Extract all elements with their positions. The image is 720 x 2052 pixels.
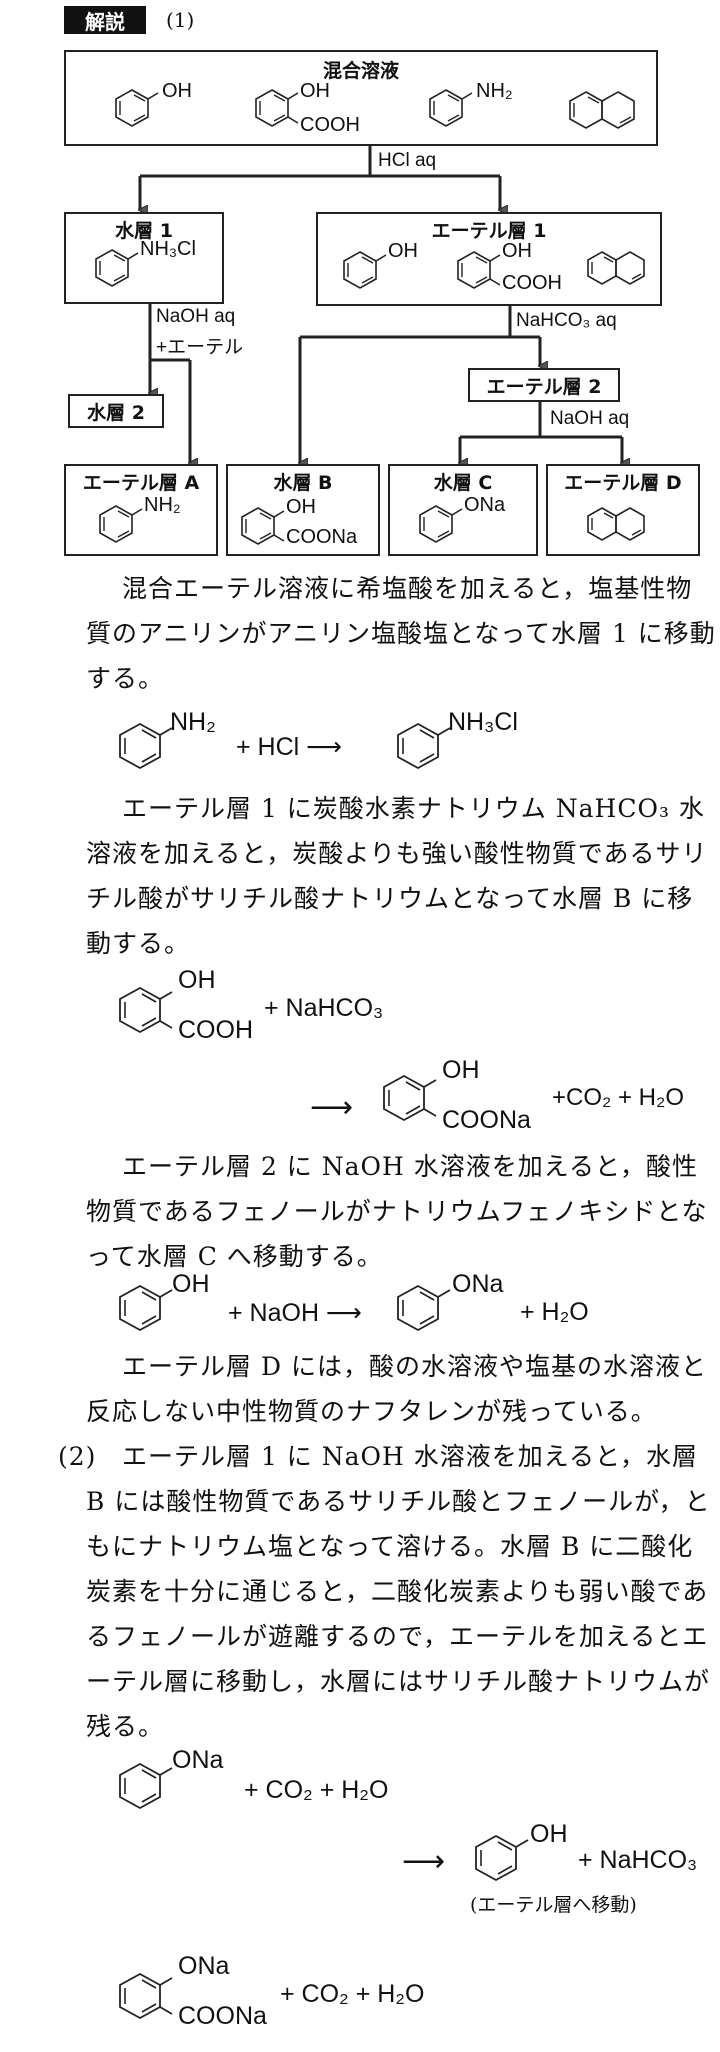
aqueous-layer-c-box: 水層 C bbox=[388, 464, 538, 556]
ether-layer-d-box: エーテル層 D bbox=[546, 464, 700, 556]
aqB-oh-label: OH bbox=[286, 496, 316, 518]
r3-ona: ONa bbox=[452, 1270, 504, 1298]
aniline-nh2-label: NH₂ bbox=[476, 80, 513, 102]
paragraph-5: エーテル層 1 に NaOH 水溶液を加えると，水層 B には酸性物質であるサリ… bbox=[86, 1442, 711, 1741]
answer-badge: 解説 bbox=[64, 6, 146, 34]
r4-oh: OH bbox=[530, 1820, 568, 1848]
r5-coona: COONa bbox=[178, 2002, 267, 2030]
etherA-nh2-label: NH₂ bbox=[144, 494, 181, 516]
aqueous-layer-2-title: 水層 2 bbox=[87, 402, 145, 424]
r2-cooh: COOH bbox=[178, 1016, 253, 1044]
salicylic-cooh-label: COOH bbox=[300, 114, 360, 136]
aqC-phenoxide-structure bbox=[419, 505, 463, 543]
r5-sodium-salicylate-structure bbox=[119, 1972, 173, 2020]
r1-nh3cl: NH₃Cl bbox=[448, 708, 518, 736]
phenol-structure bbox=[115, 89, 159, 127]
mixture-box: 混合溶液 bbox=[64, 50, 658, 146]
r1-anilinium-structure bbox=[397, 722, 451, 770]
aqC-ona-label: ONa bbox=[464, 494, 506, 516]
r3-phenol-structure bbox=[119, 1284, 173, 1332]
phenol-oh-label: OH bbox=[162, 80, 192, 102]
r3-tail: + H₂O bbox=[520, 1298, 589, 1326]
ether1-salicylic-oh: OH bbox=[502, 240, 532, 262]
r2-plus-nahco3: + NaHCO₃ bbox=[264, 994, 384, 1022]
naphthalene-structure bbox=[569, 91, 635, 129]
paragraph-2: エーテル層 1 に炭酸水素ナトリウム NaHCO₃ 水溶液を加えると，炭酸よりも… bbox=[86, 794, 708, 958]
paragraph-4: エーテル層 D には，酸の水溶液や塩基の水溶液と反応しない中性物質のナフタレンが… bbox=[86, 1352, 707, 1426]
salicylic-oh-label: OH bbox=[300, 80, 330, 102]
ether-layer-1-title: エーテル層 1 bbox=[431, 220, 547, 242]
ether1-salicylic-cooh: COOH bbox=[502, 272, 562, 294]
naoh-ether-label-2: +エーテル bbox=[156, 337, 244, 358]
r4-phenol-structure bbox=[475, 1834, 529, 1882]
aqueous-layer-b-title: 水層 B bbox=[273, 472, 333, 494]
ether-layer-d-title: エーテル層 D bbox=[564, 472, 682, 494]
ether1-phenol-oh: OH bbox=[388, 240, 418, 262]
aniline-structure bbox=[429, 89, 473, 127]
ether-layer-2-title: エーテル層 2 bbox=[486, 376, 602, 398]
r4-arrow: ⟶ bbox=[402, 1845, 446, 1878]
r4-tail: + NaHCO₃ bbox=[578, 1846, 698, 1874]
ether-layer-2-box: エーテル層 2 bbox=[468, 368, 620, 402]
r1-aniline-structure bbox=[119, 722, 173, 770]
etherA-aniline-structure bbox=[99, 505, 143, 543]
r2-product-oh: OH bbox=[442, 1056, 480, 1084]
r4-ona: ONa bbox=[172, 1746, 224, 1774]
ether1-phenol-structure bbox=[343, 251, 387, 289]
part-number-1: (1) bbox=[166, 8, 195, 32]
r4-phenoxide-structure bbox=[119, 1762, 173, 1810]
aqueous-layer-b-box: 水層 B bbox=[226, 464, 380, 556]
salicylic-acid-structure bbox=[255, 89, 299, 127]
ether-layer-a-title: エーテル層 A bbox=[82, 472, 200, 494]
aqB-coona-label: COONa bbox=[286, 526, 358, 548]
hcl-label: HCl aq bbox=[378, 150, 437, 171]
r3-plus-naoh: + NaOH ⟶ bbox=[228, 1299, 362, 1327]
separation-flowchart: 混合溶液 OH OH COOH NH₂ bbox=[0, 0, 720, 560]
flow-connectors bbox=[0, 144, 720, 560]
r1-nh2: NH₂ bbox=[170, 708, 216, 736]
r2-salicylate-structure bbox=[383, 1074, 437, 1122]
ether1-naphthalene-structure bbox=[587, 251, 645, 285]
aqueous-layer-c-title: 水層 C bbox=[433, 472, 493, 494]
r2-oh: OH bbox=[178, 966, 216, 994]
mixture-title: 混合溶液 bbox=[322, 60, 399, 82]
aqueous-layer-2-box: 水層 2 bbox=[68, 394, 164, 428]
r4-plus: + CO₂ + H₂O bbox=[244, 1776, 389, 1804]
r2-product-coona: COONa bbox=[442, 1106, 531, 1134]
r1-plus-hcl: + HCl ⟶ bbox=[236, 733, 342, 761]
anilinium-structure bbox=[95, 249, 139, 287]
anilinium-label: NH₃Cl bbox=[140, 238, 196, 260]
r5-plus: + CO₂ + H₂O bbox=[280, 1980, 425, 2008]
naoh-ether-label-1: NaOH aq bbox=[156, 306, 236, 327]
r2-tail: +CO₂ + H₂O bbox=[552, 1084, 684, 1111]
etherD-naphthalene-structure bbox=[587, 507, 645, 541]
nahco3-label: NaHCO₃ aq bbox=[516, 310, 617, 331]
aqueous-layer-1-box: 水層 1 bbox=[64, 212, 224, 304]
paragraph-1: 混合エーテル溶液に希塩酸を加えると，塩基性物質のアニリンがアニリン塩酸塩となって… bbox=[86, 574, 716, 693]
aqB-salicylate-structure bbox=[241, 507, 285, 545]
r4-note: (エーテル層へ移動) bbox=[470, 1894, 637, 1916]
aqueous-layer-1-title: 水層 1 bbox=[115, 220, 173, 242]
r2-salicylic-structure bbox=[119, 986, 173, 1034]
ether1-salicylic-structure bbox=[457, 251, 501, 289]
r3-oh: OH bbox=[172, 1270, 210, 1298]
naoh2-label: NaOH aq bbox=[550, 408, 630, 429]
part-number-2: (2) bbox=[58, 1442, 97, 1471]
r2-arrow: ⟶ bbox=[310, 1091, 354, 1124]
r5-ona: ONa bbox=[178, 1952, 230, 1980]
paragraph-3: エーテル層 2 に NaOH 水溶液を加えると，酸性物質であるフェノールがナトリ… bbox=[86, 1152, 708, 1271]
r3-phenoxide-structure bbox=[397, 1284, 451, 1332]
